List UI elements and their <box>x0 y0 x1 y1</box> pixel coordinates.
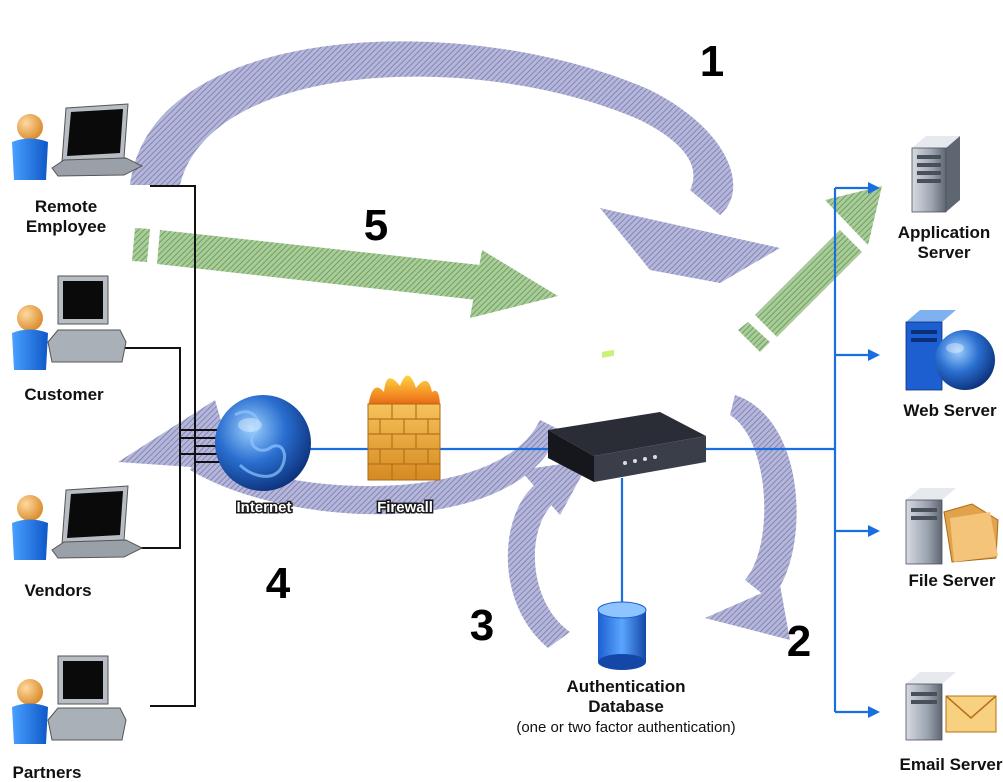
network-lines <box>310 186 872 714</box>
server-application: Application Server <box>898 136 991 262</box>
step-number-3: 3 <box>470 601 494 650</box>
user-vendors: Vendors <box>12 485 144 600</box>
flow-arrow-2 <box>705 395 797 640</box>
step-number-1: 1 <box>700 37 724 86</box>
user-label: Partners <box>13 763 82 782</box>
web-server-icon <box>905 310 995 391</box>
auth-db-label-line1: Authentication <box>567 677 686 696</box>
internet-node: Internet <box>215 395 311 518</box>
user-label: Customer <box>24 385 104 404</box>
person-icon <box>12 305 48 370</box>
user-partners: Partners <box>12 655 127 782</box>
flow-arrow-4 <box>118 400 560 515</box>
server-file: File Server <box>905 488 999 590</box>
server-email: Email Server <box>899 672 1003 774</box>
desktop-computer-icon <box>47 655 127 741</box>
user-label: Vendors <box>24 581 91 600</box>
server-label-line2: Server <box>918 243 971 262</box>
firewall-label: Firewall <box>377 499 433 516</box>
router-icon <box>548 349 706 482</box>
auth-db-note: (one or two factor authentication) <box>516 719 735 736</box>
step-number-4: 4 <box>266 559 291 608</box>
server-label: Web Server <box>903 401 997 420</box>
firewall-icon <box>367 375 441 481</box>
server-label-line1: Application <box>898 223 991 242</box>
user-customer: Customer <box>12 275 127 404</box>
user-label-line2: Employee <box>26 217 106 236</box>
vpn-gateway-device <box>548 349 706 482</box>
person-icon <box>12 114 48 180</box>
database-icon <box>597 601 647 670</box>
desktop-computer-icon <box>47 275 127 363</box>
firewall-node: Firewall <box>367 375 441 518</box>
email-server-icon <box>905 672 997 741</box>
person-icon <box>12 495 48 560</box>
server-label: Email Server <box>899 755 1002 774</box>
internet-label: Internet <box>236 499 291 516</box>
access-arrow-app-server <box>738 186 882 352</box>
step-number-2: 2 <box>787 617 811 666</box>
server-web: Web Server <box>903 310 997 420</box>
flow-arrow-1 <box>130 41 780 283</box>
server-label: File Server <box>909 571 996 590</box>
person-icon <box>12 679 48 744</box>
globe-icon <box>215 395 311 491</box>
user-label-line1: Remote <box>35 197 97 216</box>
step-number-5: 5 <box>364 201 388 250</box>
file-server-icon <box>905 488 999 565</box>
authentication-database: Authentication Database (one or two fact… <box>516 601 736 736</box>
auth-db-label-line2: Database <box>588 697 664 716</box>
laptop-icon <box>51 103 144 177</box>
server-link-arrowheads <box>868 182 880 718</box>
flow-arrow-3 <box>507 460 590 648</box>
laptop-icon <box>51 485 144 559</box>
user-remote-employee: Remote Employee <box>12 103 144 236</box>
application-server-icon <box>911 136 960 213</box>
flow-arrow-5 <box>132 228 558 318</box>
